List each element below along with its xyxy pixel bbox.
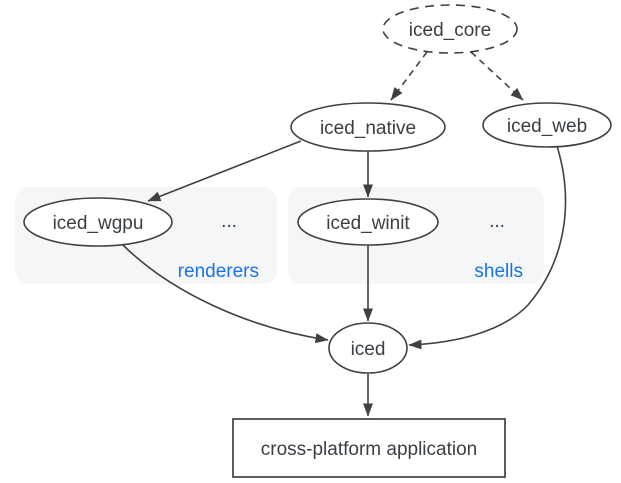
node-iced-wgpu	[23, 197, 173, 247]
node-iced-wgpu-label: iced_wgpu	[53, 213, 144, 234]
node-iced-label: iced	[351, 339, 386, 360]
edge-iced-core-to-iced-native	[390, 51, 428, 101]
node-cross-platform-application	[232, 418, 506, 478]
node-iced-core-label: iced_core	[409, 20, 491, 41]
edge-iced-web-to-iced	[408, 145, 567, 350]
edge-iced-core-to-iced-web	[470, 51, 524, 101]
node-iced	[328, 322, 408, 374]
edge-iced-native-to-iced-wgpu	[147, 140, 302, 202]
node-iced-web	[482, 102, 612, 148]
group-renderers-label: renderers	[178, 261, 259, 282]
node-iced-core	[382, 4, 518, 54]
group-renderers-ellipsis: ...	[221, 211, 237, 232]
node-iced-native	[290, 102, 446, 152]
edge-iced-wgpu-to-iced	[121, 243, 329, 344]
node-iced-native-label: iced_native	[320, 118, 416, 139]
node-iced-winit	[297, 198, 439, 246]
group-shells-ellipsis: ...	[489, 211, 505, 232]
node-iced-web-label: iced_web	[507, 116, 587, 137]
group-shells-label: shells	[474, 261, 523, 282]
node-iced-winit-label: iced_winit	[326, 213, 410, 234]
node-cross-platform-application-label: cross-platform application	[261, 439, 477, 460]
